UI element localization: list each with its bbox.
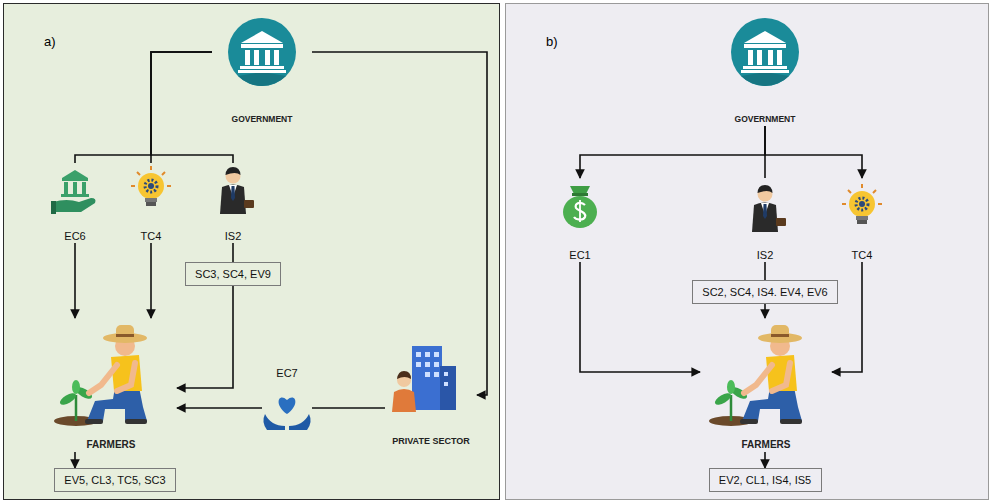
node-label: FARMERS — [742, 438, 791, 452]
connector — [151, 52, 233, 163]
connector — [232, 243, 234, 262]
node-label: TC4 — [141, 229, 162, 243]
farmers-node: FARMERS — [45, 318, 177, 452]
text-box: EV2, CL1, IS4, IS5 — [709, 468, 822, 492]
node-label: FARMERS — [87, 438, 136, 452]
ec-node: EC7 — [262, 366, 312, 432]
box-text: SC2, SC4, IS4. EV4, EV6 — [693, 281, 837, 303]
connector — [312, 407, 385, 409]
connector — [765, 126, 862, 178]
connector — [764, 304, 766, 318]
tc-node: TC4 — [124, 163, 178, 243]
is-node: IS2 — [738, 178, 792, 262]
node-label: IS2 — [225, 229, 242, 243]
connector — [150, 243, 152, 318]
connector — [764, 126, 766, 178]
connector — [177, 407, 262, 409]
text-box: SC2, SC4, IS4. EV4, EV6 — [692, 280, 838, 304]
ec-node: EC6 — [48, 163, 102, 243]
connector — [764, 262, 766, 280]
box-text: EV5, CL3, TC5, SC3 — [55, 469, 175, 491]
connector — [74, 243, 76, 318]
tc-node: TC4 — [835, 178, 889, 262]
connector — [312, 52, 487, 395]
connector — [580, 126, 765, 178]
farmers-node: FARMERS — [700, 318, 832, 452]
ec-node: EC1 — [553, 178, 607, 262]
connector — [832, 262, 862, 372]
connector — [74, 452, 76, 468]
private-sector-node: PRIVATE SECTOR — [385, 340, 477, 448]
is-node: IS2 — [206, 163, 260, 243]
node-label: EC7 — [276, 366, 297, 380]
panel-label: a) — [44, 34, 56, 49]
node-label: GOVERNMENT — [232, 112, 293, 126]
panel-label: b) — [546, 34, 558, 49]
text-box: EV5, CL3, TC5, SC3 — [54, 468, 176, 492]
panel: b) GOVERNMENT EC1 IS2 TC4SC2, SC4, IS4. EV4,… — [505, 3, 989, 500]
connector — [764, 452, 766, 468]
node-label: EC6 — [64, 229, 85, 243]
node-label: IS2 — [757, 248, 774, 262]
panel: a) GOVERNMENT EC6 TC4 IS2SC3, SC4, EV9FARMER… — [3, 3, 500, 500]
government-node: GOVERNMENT — [715, 16, 815, 126]
node-label: PRIVATE SECTOR — [392, 434, 470, 448]
node-label: EC1 — [569, 248, 590, 262]
node-label: TC4 — [852, 248, 873, 262]
connector — [151, 52, 212, 163]
box-text: EV2, CL1, IS4, IS5 — [710, 469, 821, 491]
connector — [580, 262, 700, 372]
text-box: SC3, SC4, EV9 — [185, 262, 281, 286]
connector — [75, 52, 212, 163]
connector — [177, 286, 233, 388]
box-text: SC3, SC4, EV9 — [186, 263, 280, 285]
node-label: GOVERNMENT — [735, 112, 796, 126]
government-node: GOVERNMENT — [212, 16, 312, 126]
